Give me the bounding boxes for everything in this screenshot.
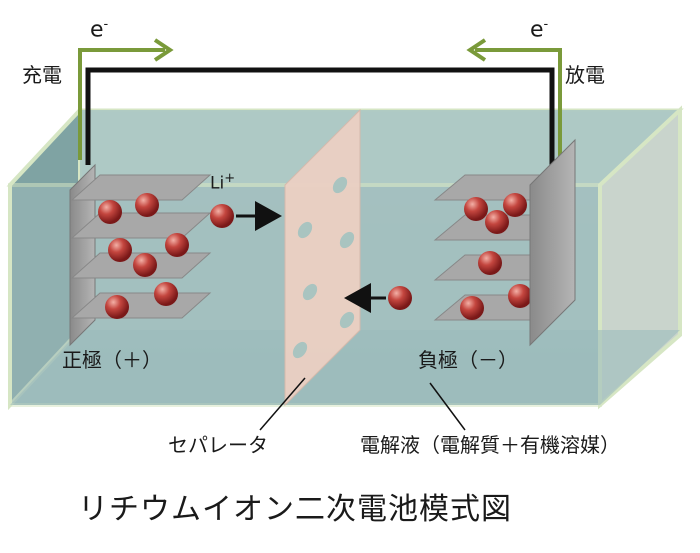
lithium-ion: [503, 193, 527, 217]
migrating-ion-right: [210, 204, 234, 228]
discharge-electron-arrow: [466, 38, 562, 160]
charge-electron-arrow: [78, 38, 174, 160]
lithium-ion: [105, 295, 129, 319]
lithium-ion: [478, 251, 502, 275]
separator-leader: [259, 377, 306, 431]
lithium-ion: [460, 296, 484, 320]
lithium-ion: [108, 238, 132, 262]
electron-label-left: e-: [90, 17, 109, 43]
lithium-ion: [135, 193, 159, 217]
separator-membrane: [284, 108, 361, 407]
lithium-ion: [98, 200, 122, 224]
lithium-ion: [464, 197, 488, 221]
charge-label: 充電: [22, 63, 62, 87]
electron-label-right: e-: [530, 17, 549, 43]
lithium-ion: [154, 282, 178, 306]
external-wire: [85, 67, 555, 165]
electrolyte-leader: [429, 382, 466, 431]
lithium-ion: [133, 253, 157, 277]
lithium-ion: [508, 284, 532, 308]
separator-label: セパレータ: [168, 433, 268, 457]
lithium-ion: [165, 233, 189, 257]
positive-electrode: [69, 163, 212, 347]
negative-electrode-label: 負極（－）: [418, 348, 518, 372]
migrating-ion-left: [388, 286, 412, 310]
positive-electrode-label: 正極（＋）: [62, 348, 162, 372]
diagram-caption: リチウムイオン二次電池模式図: [78, 492, 512, 527]
discharge-label: 放電: [565, 63, 605, 87]
electrolyte-label: 電解液（電解質＋有機溶媒）: [360, 433, 620, 457]
negative-electrode: [433, 138, 576, 347]
lithium-ion-label: Li+: [210, 171, 236, 194]
lithium-ion: [485, 210, 509, 234]
